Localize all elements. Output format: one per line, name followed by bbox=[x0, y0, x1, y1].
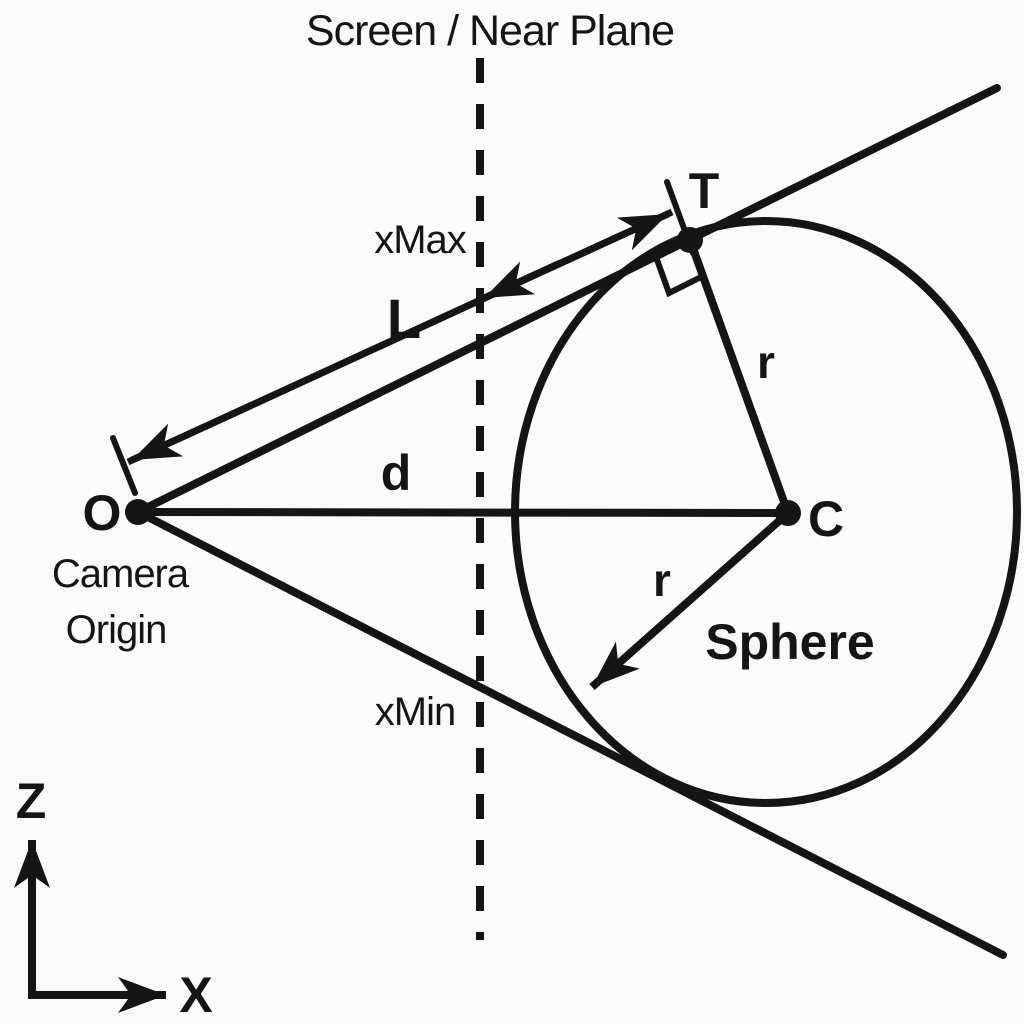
z-axis-label: Z bbox=[16, 773, 47, 829]
camera-origin-point-label: O bbox=[83, 485, 122, 541]
camera-to-center-line bbox=[134, 508, 792, 517]
near-plane-title: Screen / Near Plane bbox=[306, 7, 674, 55]
measure-arrowhead-origin-end bbox=[130, 402, 252, 464]
sphere-label: Sphere bbox=[705, 614, 875, 670]
sphere-center-label: C bbox=[808, 491, 844, 547]
radius-lower-label: r bbox=[653, 554, 671, 606]
axes-corner bbox=[28, 852, 156, 999]
x-axis-label: X bbox=[179, 967, 212, 1023]
xmin-label: xMin bbox=[375, 690, 455, 734]
measure-arrowhead-tangent-end bbox=[548, 210, 670, 272]
tangent-point-dot bbox=[677, 227, 703, 253]
camera-origin-dot bbox=[125, 499, 151, 525]
measure-tick-origin bbox=[110, 435, 138, 496]
lower-tangent-line bbox=[134, 508, 1007, 959]
sphere-center-dot bbox=[775, 500, 801, 526]
radius-arrow bbox=[589, 510, 791, 690]
camera-origin-caption-line2: Origin bbox=[66, 608, 167, 652]
radius-line-t-to-c bbox=[686, 236, 792, 517]
right-angle-marker bbox=[653, 255, 705, 298]
tangent-length-label: L bbox=[387, 287, 421, 350]
radius-upper-label: r bbox=[757, 336, 775, 388]
xmax-arrow bbox=[482, 259, 562, 302]
upper-tangent-line bbox=[134, 84, 1001, 516]
tangent-point-label: T bbox=[689, 163, 720, 219]
camera-origin-caption-line1: Camera bbox=[52, 552, 190, 596]
xmax-label: xMax bbox=[374, 218, 467, 262]
center-distance-label: d bbox=[381, 445, 412, 501]
